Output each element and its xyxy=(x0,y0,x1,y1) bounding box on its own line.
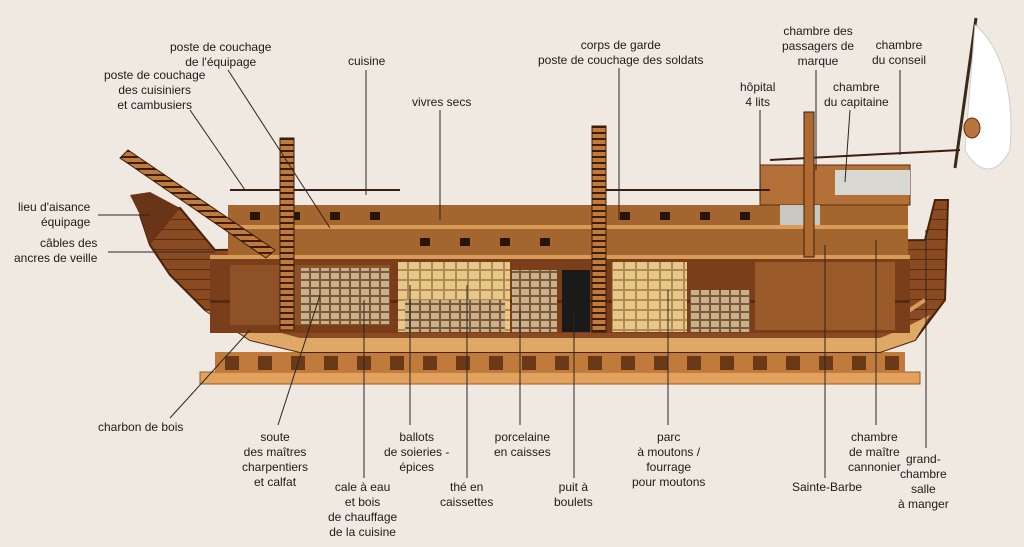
label-vivres-secs: vivres secs xyxy=(412,95,472,109)
deck-rails xyxy=(230,149,961,191)
display-cradle xyxy=(199,352,921,385)
ship-hull xyxy=(130,164,950,353)
label-charbon-de-bois: charbon de bois xyxy=(98,420,184,434)
label-leader-lines xyxy=(98,68,927,478)
masts xyxy=(119,17,1012,333)
label-sainte-barbe: Sainte-Barbe xyxy=(792,480,863,494)
label-cuisine: cuisine xyxy=(348,54,386,68)
